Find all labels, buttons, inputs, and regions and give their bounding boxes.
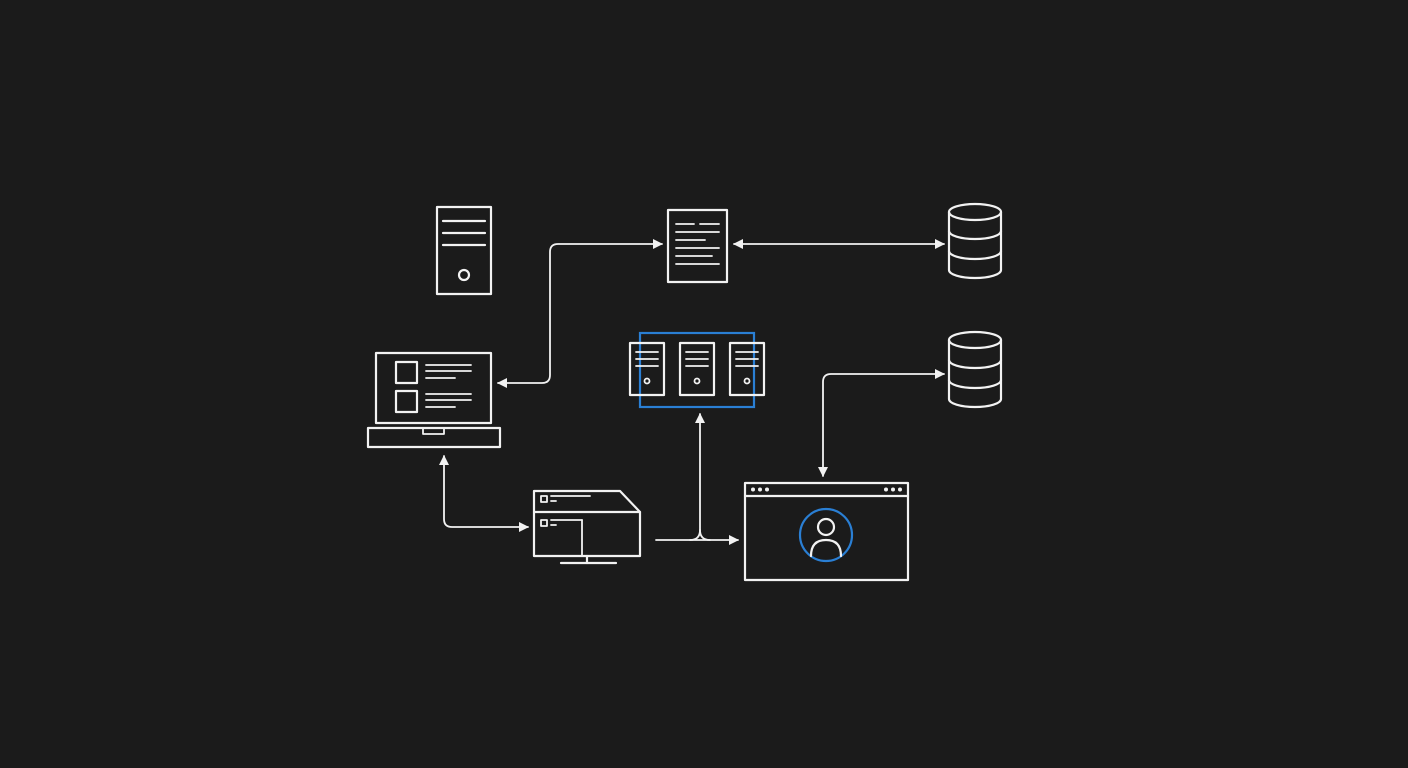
connector-branch-curve [699,529,711,541]
database-bottom-icon [947,330,1003,409]
window-dot-2 [758,487,762,492]
rack-server-3-icon [728,341,766,397]
connector-laptop-desktop [439,455,529,532]
window-dot-5 [891,487,895,492]
laptop-icon [366,351,502,449]
rack-server-2-icon [678,341,716,397]
database-top-icon [947,202,1003,280]
connectors [439,239,945,545]
window-dot-1 [751,487,755,492]
window-dot-3 [765,487,769,492]
connector-user-window-database-bottom [818,369,945,477]
window-dot-4 [884,487,888,492]
user-avatar-icon [798,507,854,563]
connector-desktop-server-cluster [689,413,705,541]
window-dot-6 [898,487,902,492]
connector-laptop-document [497,239,663,388]
browser-window-icon [743,481,910,582]
server-cluster-highlight-frame [638,331,756,409]
desktop-computer-icon [532,489,642,565]
server-tower-icon [435,205,493,296]
rack-server-1-icon [628,341,666,397]
server-cluster-icon [628,331,766,409]
document-icon [666,208,729,284]
